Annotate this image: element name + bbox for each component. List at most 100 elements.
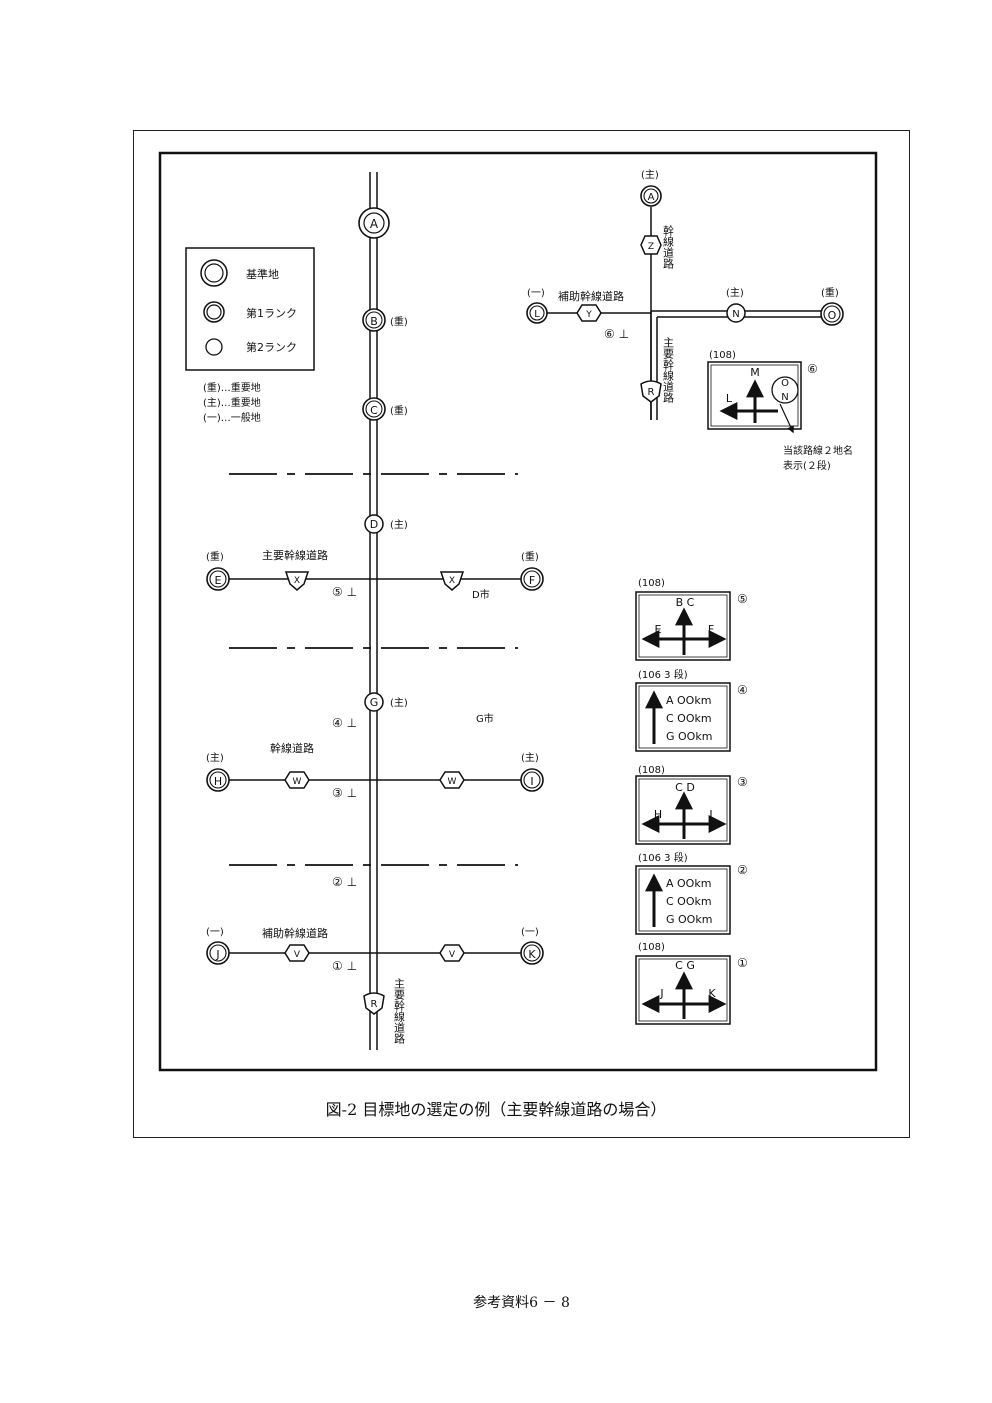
svg-text:N: N	[781, 392, 788, 403]
svg-text:V: V	[449, 950, 456, 960]
tag-G: (主)	[390, 697, 408, 709]
svg-text:J: J	[659, 987, 663, 1000]
node-E: E	[206, 567, 230, 591]
svg-text:R: R	[371, 999, 378, 1010]
route-shield-X-left: X	[284, 571, 310, 591]
svg-text:D: D	[370, 518, 378, 531]
sign-6: (108) ⑥ M L O N 当該路線２地名 表示(２段)	[707, 350, 853, 472]
sign-1: (108) ① C G J K	[635, 942, 748, 1025]
svg-text:L: L	[726, 392, 733, 405]
city-D: D市	[472, 588, 490, 601]
road-label-main-trunk-vertical: 主要幹線道路	[393, 978, 406, 1045]
figure-frame	[133, 130, 910, 1138]
svg-text:X: X	[449, 576, 455, 586]
sign-2: (106 3 段) ② A OOkm C OOkm G OOkm	[635, 851, 748, 935]
svg-text:③: ③	[737, 775, 748, 789]
svg-text:C: C	[370, 404, 378, 417]
svg-text:⑤: ⑤	[737, 592, 748, 606]
road-label-aux-trunk: 補助幹線道路	[262, 926, 328, 940]
tag-A-top: (主)	[641, 169, 659, 181]
node-N: N	[726, 303, 746, 323]
node-A-top: A	[640, 185, 662, 207]
svg-text:O: O	[781, 378, 789, 389]
svg-text:N: N	[732, 309, 739, 320]
tag-C: (重)	[390, 404, 408, 417]
sign-5: (108) ⑤ B C E F	[635, 578, 748, 661]
node-I: I	[520, 768, 544, 792]
svg-text:G OOkm: G OOkm	[666, 730, 712, 743]
legend: 基準地 第1ランク 第2ランク (重)…重要地 (主)…重要地 (一)…一般地	[185, 247, 315, 424]
tag-L: (一)	[527, 288, 545, 299]
node-C: C	[362, 397, 386, 421]
route-hex-W-left: W	[284, 771, 310, 789]
position-2: ② ⊥	[332, 875, 357, 889]
route-hex-Y: Y	[576, 304, 602, 322]
svg-text:C G: C G	[675, 959, 695, 972]
svg-text:O: O	[828, 309, 837, 322]
legend-rank2-icon	[205, 338, 223, 356]
tag-F: (重)	[521, 550, 539, 563]
node-O: O	[820, 302, 844, 326]
tag-K: (一)	[521, 927, 539, 938]
svg-text:G OOkm: G OOkm	[666, 913, 712, 926]
svg-text:E: E	[215, 574, 222, 587]
node-J: J	[206, 941, 230, 965]
node-H: H	[206, 768, 230, 792]
svg-text:(106 3 段): (106 3 段)	[638, 851, 688, 864]
node-D: D	[364, 514, 384, 534]
route-hex-V-right: V	[439, 944, 465, 962]
svg-text:X: X	[294, 576, 300, 586]
svg-text:B C: B C	[676, 596, 695, 609]
tag-H: (主)	[206, 752, 224, 764]
route-hex-W-right: W	[439, 771, 465, 789]
tag-I: (主)	[521, 752, 539, 764]
inner-frame	[158, 151, 878, 1072]
svg-text:K: K	[528, 948, 536, 961]
node-B: B	[362, 308, 386, 332]
svg-text:L: L	[534, 309, 540, 320]
legend-item-rank2: 第2ランク	[246, 340, 297, 354]
tag-J: (一)	[206, 927, 224, 938]
svg-text:H: H	[214, 775, 222, 788]
svg-text:Y: Y	[585, 310, 592, 320]
svg-text:(108): (108)	[638, 765, 665, 776]
route-hex-V-left: V	[284, 944, 310, 962]
note-two-names-1: 当該路線２地名	[783, 444, 853, 457]
legend-note-shu: (主)…重要地	[203, 396, 261, 409]
svg-text:W: W	[293, 777, 302, 787]
position-1: ① ⊥	[332, 959, 357, 973]
node-G: G	[364, 692, 384, 712]
svg-text:F: F	[529, 574, 535, 587]
node-K: K	[520, 941, 544, 965]
route-shield-R-main: R	[363, 992, 385, 1015]
svg-text:①: ①	[737, 956, 748, 970]
road-label-main-trunk: 主要幹線道路	[262, 548, 328, 562]
route-hex-Z: Z	[640, 235, 662, 255]
legend-note-ju: (重)…重要地	[203, 381, 261, 394]
legend-item-base: 基準地	[246, 267, 279, 281]
sign-3: (108) ③ C D H I	[635, 765, 748, 845]
tag-O: (重)	[821, 286, 839, 299]
svg-text:⑥: ⑥	[807, 362, 818, 376]
route-shield-R-top: R	[640, 380, 662, 403]
svg-text:C OOkm: C OOkm	[666, 712, 712, 725]
page-footer: 参考資料6 － 8	[473, 1295, 570, 1311]
tag-E: (重)	[206, 550, 224, 563]
figure-caption: 図-2 目標地の選定の例（主要幹線道路の場合）	[325, 1100, 667, 1119]
position-4: ④ ⊥	[332, 716, 357, 730]
svg-text:(106 3 段): (106 3 段)	[638, 668, 688, 681]
svg-text:Z: Z	[648, 242, 654, 252]
svg-text:A OOkm: A OOkm	[666, 694, 711, 707]
svg-text:F: F	[708, 623, 714, 636]
tag-N: (主)	[726, 287, 744, 299]
svg-text:E: E	[655, 623, 662, 636]
position-3: ③ ⊥	[332, 786, 357, 800]
svg-text:(108): (108)	[638, 942, 665, 953]
road-label-trunk: 幹線道路	[270, 741, 314, 755]
svg-text:②: ②	[737, 863, 748, 877]
svg-text:G: G	[370, 696, 379, 709]
svg-text:V: V	[294, 950, 301, 960]
node-A: A	[358, 207, 390, 239]
svg-text:A: A	[370, 217, 379, 231]
